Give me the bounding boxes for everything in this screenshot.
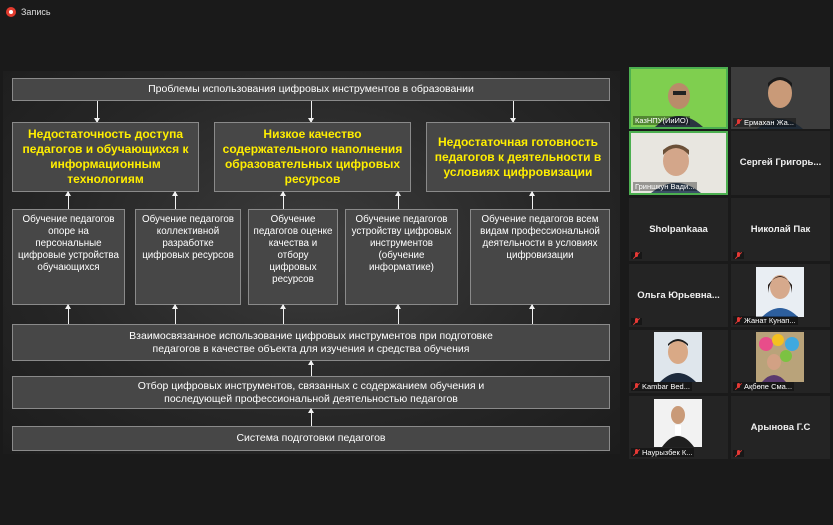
participant-video bbox=[631, 133, 726, 193]
problem-box-3: Недостаточная готовность педагогов к дея… bbox=[426, 122, 610, 192]
participant-label bbox=[631, 252, 642, 259]
item-box-4: Обучение педагогов устройству цифровых и… bbox=[345, 209, 458, 305]
participant-label: Ермахан Жа... bbox=[733, 118, 796, 127]
participant-photo bbox=[756, 332, 804, 382]
participant-photo bbox=[756, 267, 804, 317]
participant-photo bbox=[654, 332, 702, 382]
arrow-up bbox=[172, 304, 178, 324]
record-icon bbox=[6, 7, 16, 17]
participant-label bbox=[733, 252, 744, 259]
participant-tile-3[interactable]: Гриншкун Вади... bbox=[629, 131, 728, 195]
muted-mic-icon bbox=[633, 252, 640, 259]
muted-mic-icon bbox=[633, 383, 640, 390]
participant-label bbox=[733, 450, 744, 457]
muted-mic-icon bbox=[735, 383, 742, 390]
recording-label: Запись bbox=[21, 7, 51, 17]
arrow-up bbox=[529, 191, 535, 209]
participant-photo bbox=[654, 399, 702, 447]
participant-label bbox=[631, 318, 642, 325]
item-box-5: Обучение педагогов всем видам профессион… bbox=[470, 209, 610, 305]
level2-box: Отбор цифровых инструментов, связанных с… bbox=[12, 376, 610, 409]
participant-label: КазНПУ(ИиИО) bbox=[633, 116, 691, 125]
arrow-up bbox=[280, 304, 286, 324]
recording-indicator[interactable]: Запись bbox=[6, 7, 51, 17]
participant-tile-4[interactable]: Сергей Григорь... bbox=[731, 131, 830, 195]
shared-slide: Проблемы использования цифровых инструме… bbox=[3, 71, 620, 454]
participant-label: Гриншкун Вади... bbox=[633, 182, 697, 191]
arrow-up bbox=[308, 360, 314, 376]
participant-video bbox=[731, 67, 830, 129]
item-box-1: Обучение педагогов опоре на персональные… bbox=[12, 209, 125, 305]
participant-label: Kambar Bed... bbox=[631, 382, 692, 391]
arrow-up bbox=[395, 191, 401, 209]
item-box-2: Обучение педагогов коллективной разработ… bbox=[135, 209, 241, 305]
arrow-up bbox=[529, 304, 535, 324]
arrow-down bbox=[510, 101, 516, 123]
muted-mic-icon bbox=[633, 318, 640, 325]
participant-tile-8[interactable]: Жанат Кунап... bbox=[731, 264, 830, 327]
participant-label: Жанат Кунап... bbox=[733, 316, 798, 325]
arrow-up bbox=[280, 191, 286, 209]
participant-tile-10[interactable]: Ақбөпе Сма... bbox=[731, 330, 830, 393]
participant-label: Наурызбек К... bbox=[631, 448, 695, 457]
arrow-up bbox=[65, 304, 71, 324]
slide-title-box: Проблемы использования цифровых инструме… bbox=[12, 78, 610, 101]
participant-tile-12[interactable]: Арынова Г.С bbox=[731, 396, 830, 459]
participant-tile-9[interactable]: Kambar Bed... bbox=[629, 330, 728, 393]
arrow-down bbox=[308, 101, 314, 123]
muted-mic-icon bbox=[735, 119, 742, 126]
arrow-up bbox=[308, 408, 314, 426]
muted-mic-icon bbox=[735, 252, 742, 259]
problem-box-2: Низкое качество содержательного наполнен… bbox=[214, 122, 411, 192]
participant-tile-11[interactable]: Наурызбек К... bbox=[629, 396, 728, 459]
arrow-up bbox=[172, 191, 178, 209]
participant-name: Николай Пак bbox=[750, 224, 811, 235]
participant-tile-6[interactable]: Николай Пак bbox=[731, 198, 830, 261]
participant-name: Ольга Юрьевна... bbox=[637, 290, 720, 301]
arrow-up bbox=[65, 191, 71, 209]
item-box-3: Обучение педагогов оценке качества и отб… bbox=[248, 209, 338, 305]
level3-box: Взаимосвязанное использование цифровых и… bbox=[12, 324, 610, 361]
arrow-up bbox=[395, 304, 401, 324]
participant-tile-7[interactable]: Ольга Юрьевна... bbox=[629, 264, 728, 327]
participant-name: Арынова Г.С bbox=[750, 422, 811, 433]
participant-tile-2[interactable]: Ермахан Жа... bbox=[731, 67, 830, 129]
participant-name: Сергей Григорь... bbox=[739, 157, 822, 168]
muted-mic-icon bbox=[735, 450, 742, 457]
participant-name: Sholpankaaa bbox=[649, 224, 708, 235]
problem-box-1: Недостаточность доступа педагогов и обуч… bbox=[12, 122, 199, 192]
participant-video bbox=[631, 69, 726, 127]
participant-tile-5[interactable]: Sholpankaaa bbox=[629, 198, 728, 261]
arrow-down bbox=[94, 101, 100, 123]
muted-mic-icon bbox=[633, 449, 640, 456]
muted-mic-icon bbox=[735, 317, 742, 324]
level1-box: Система подготовки педагогов bbox=[12, 426, 610, 451]
participant-label: Ақбөпе Сма... bbox=[733, 382, 795, 391]
participant-tile-1[interactable]: КазНПУ(ИиИО) bbox=[629, 67, 728, 129]
